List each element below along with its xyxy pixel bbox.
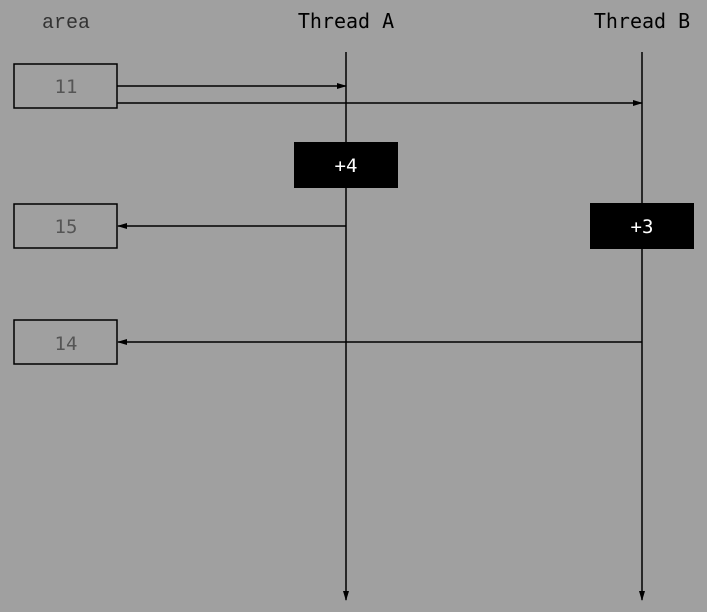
area-value-1: 11 (55, 76, 78, 98)
area-value-box-3: 14 (13, 319, 118, 365)
area-value-box-2: 15 (13, 203, 118, 249)
area-value-box-1: 11 (13, 63, 118, 109)
thread-a-op-box: +4 (294, 142, 398, 188)
thread-b-op-box: +3 (590, 203, 694, 249)
thread-b-op-label: +3 (631, 216, 654, 238)
thread-b-header: Thread B (594, 9, 690, 33)
area-header: area (42, 12, 90, 35)
area-value-3: 14 (55, 333, 78, 355)
thread-a-header: Thread A (298, 9, 394, 33)
thread-a-op-label: +4 (335, 155, 358, 177)
area-value-2: 15 (55, 216, 78, 238)
